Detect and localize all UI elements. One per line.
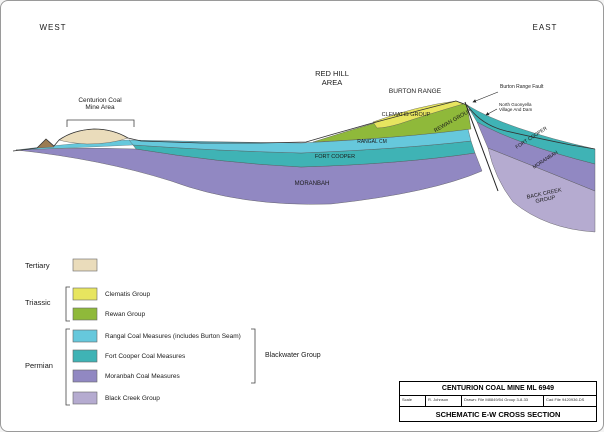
legend-swatch-black-creek — [72, 391, 98, 405]
west-label: WEST — [39, 23, 67, 32]
surface-line — [12, 100, 596, 152]
red-hill-area-label: RED HILL AREA — [301, 69, 363, 87]
legend-swatch-moranbah — [72, 369, 98, 383]
era-triassic-label: Triassic — [25, 298, 51, 307]
village-line2: Village And Dam — [499, 107, 533, 113]
village-line1: North Goonyella — [499, 102, 532, 107]
mine-area-bracket — [66, 119, 135, 127]
title-block-info-row: Scale R. Johnson Drawn: File M8849/54 Gr… — [400, 396, 596, 407]
rangal-layer — [128, 128, 472, 154]
blackwater-group-label: Blackwater Group — [265, 352, 321, 359]
title-block-project: CENTURION COAL MINE ML 6949 — [400, 382, 596, 396]
fault-arrow — [472, 91, 499, 103]
title-block-cell-cad-file: Cad File 9420936.DS — [546, 397, 585, 402]
clematis-layer — [372, 100, 464, 129]
legend-item-rangal: Rangal Coal Measures (includes Burton Se… — [105, 333, 241, 340]
legend-item-moranbah: Moranbah Coal Measures — [105, 373, 180, 380]
burton-range-fault-label: Burton Range Fault — [500, 84, 544, 90]
mine-area-line1: Centurion Coal — [78, 97, 122, 104]
clematis-group-label: CLEMATIS GROUP — [381, 112, 431, 118]
fault-line — [464, 101, 499, 192]
title-block-cell-drawn-by: R. Johnson — [426, 396, 462, 406]
rangal-cm-label: RANGAL CM — [357, 139, 387, 145]
village-dam-label: North Goonyella Village And Dam — [499, 102, 532, 112]
title-block: CENTURION COAL MINE ML 6949 Scale R. Joh… — [399, 381, 597, 422]
title-block-cell-file: Drawn: File M8849/54 Group 3-8-33 — [462, 396, 544, 406]
title-block-title: SCHEMATIC E-W CROSS SECTION — [435, 409, 561, 419]
moranbah-label: MORANBAH — [294, 181, 330, 187]
legend-swatch-tertiary — [72, 258, 98, 272]
legend-item-rewan: Rewan Group — [105, 311, 146, 318]
era-tertiary-label: Tertiary — [25, 261, 50, 270]
legend-swatch-rangal — [72, 329, 98, 343]
fort-cooper-label: FORT COOPER — [314, 154, 356, 160]
blackwater-bracket — [251, 328, 256, 384]
legend-item-black-creek: Black Creek Group — [105, 395, 160, 402]
fort-cooper-east-block — [466, 104, 596, 165]
mine-area-line2: Mine Area — [85, 104, 115, 112]
legend-swatch-fort-cooper — [72, 349, 98, 363]
permian-bracket — [65, 328, 70, 406]
east-label: EAST — [532, 23, 558, 32]
legend-swatch-rewan — [72, 307, 98, 321]
legend-item-fort-cooper: Fort Cooper Coal Measures — [105, 353, 186, 360]
red-hill-line2: AREA — [321, 77, 343, 87]
era-permian-label: Permian — [25, 361, 53, 370]
title-block-cell-scale: Scale — [400, 396, 426, 406]
burton-range-label: BURTON RANGE — [388, 88, 442, 95]
legend-item-clematis: Clematis Group — [105, 291, 151, 298]
mine-area-label: Centurion Coal Mine Area — [65, 97, 135, 112]
village-arrow — [485, 108, 498, 116]
triassic-bracket — [65, 286, 70, 322]
red-hill-line1: RED HILL — [315, 69, 349, 78]
legend-swatch-clematis — [72, 287, 98, 301]
